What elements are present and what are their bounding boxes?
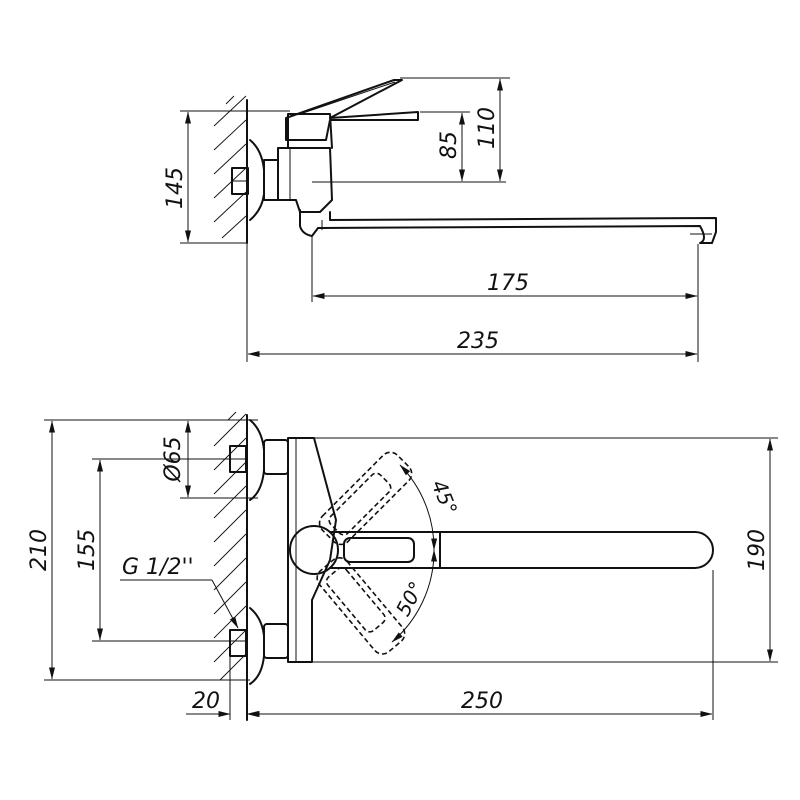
dim-label-145: 145 <box>163 167 188 209</box>
side-cartridge <box>287 113 333 149</box>
angle-label-45: 45° <box>427 476 463 518</box>
top-escutcheon-lower <box>249 607 265 685</box>
top-escutcheon-upper <box>249 419 265 501</box>
side-eccentric <box>263 159 279 201</box>
dim-label-20: 20 <box>192 689 220 714</box>
dim-label-175: 175 <box>487 271 529 296</box>
leader-thread-arrow <box>211 579 239 629</box>
top-cartridge-hub <box>289 525 339 575</box>
top-view: 45° 50° Ø65 155 G 1/2'' 210 190 20 <box>27 411 778 721</box>
side-spout <box>299 209 717 244</box>
top-lever-slot <box>343 537 415 563</box>
angle-label-50: 50° <box>391 577 429 620</box>
top-eccentric-lower <box>263 623 289 659</box>
side-body <box>277 147 333 213</box>
lever-position-45 <box>318 451 413 546</box>
top-spout <box>329 531 714 569</box>
wall-hatching-top <box>213 95 247 239</box>
dim-label-190: 190 <box>745 529 770 571</box>
top-eccentric-upper <box>263 439 289 475</box>
top-body <box>287 437 337 663</box>
top-lever <box>333 531 441 569</box>
dim-label-210: 210 <box>27 529 52 571</box>
dim-label-85: 85 <box>437 131 462 159</box>
dim-label-thread: G 1/2'' <box>122 555 194 580</box>
dim-label-110: 110 <box>475 107 500 149</box>
dim-label-155: 155 <box>75 529 100 571</box>
top-connector-lower <box>229 629 247 657</box>
dim-label-235: 235 <box>457 329 499 354</box>
side-view: 145 85 110 175 235 <box>163 77 717 362</box>
angle-arc-45 <box>399 464 438 551</box>
angle-arc-50 <box>391 549 438 643</box>
dim-label-250: 250 <box>461 689 503 714</box>
side-escutcheon <box>249 139 265 221</box>
side-lever <box>285 79 419 141</box>
